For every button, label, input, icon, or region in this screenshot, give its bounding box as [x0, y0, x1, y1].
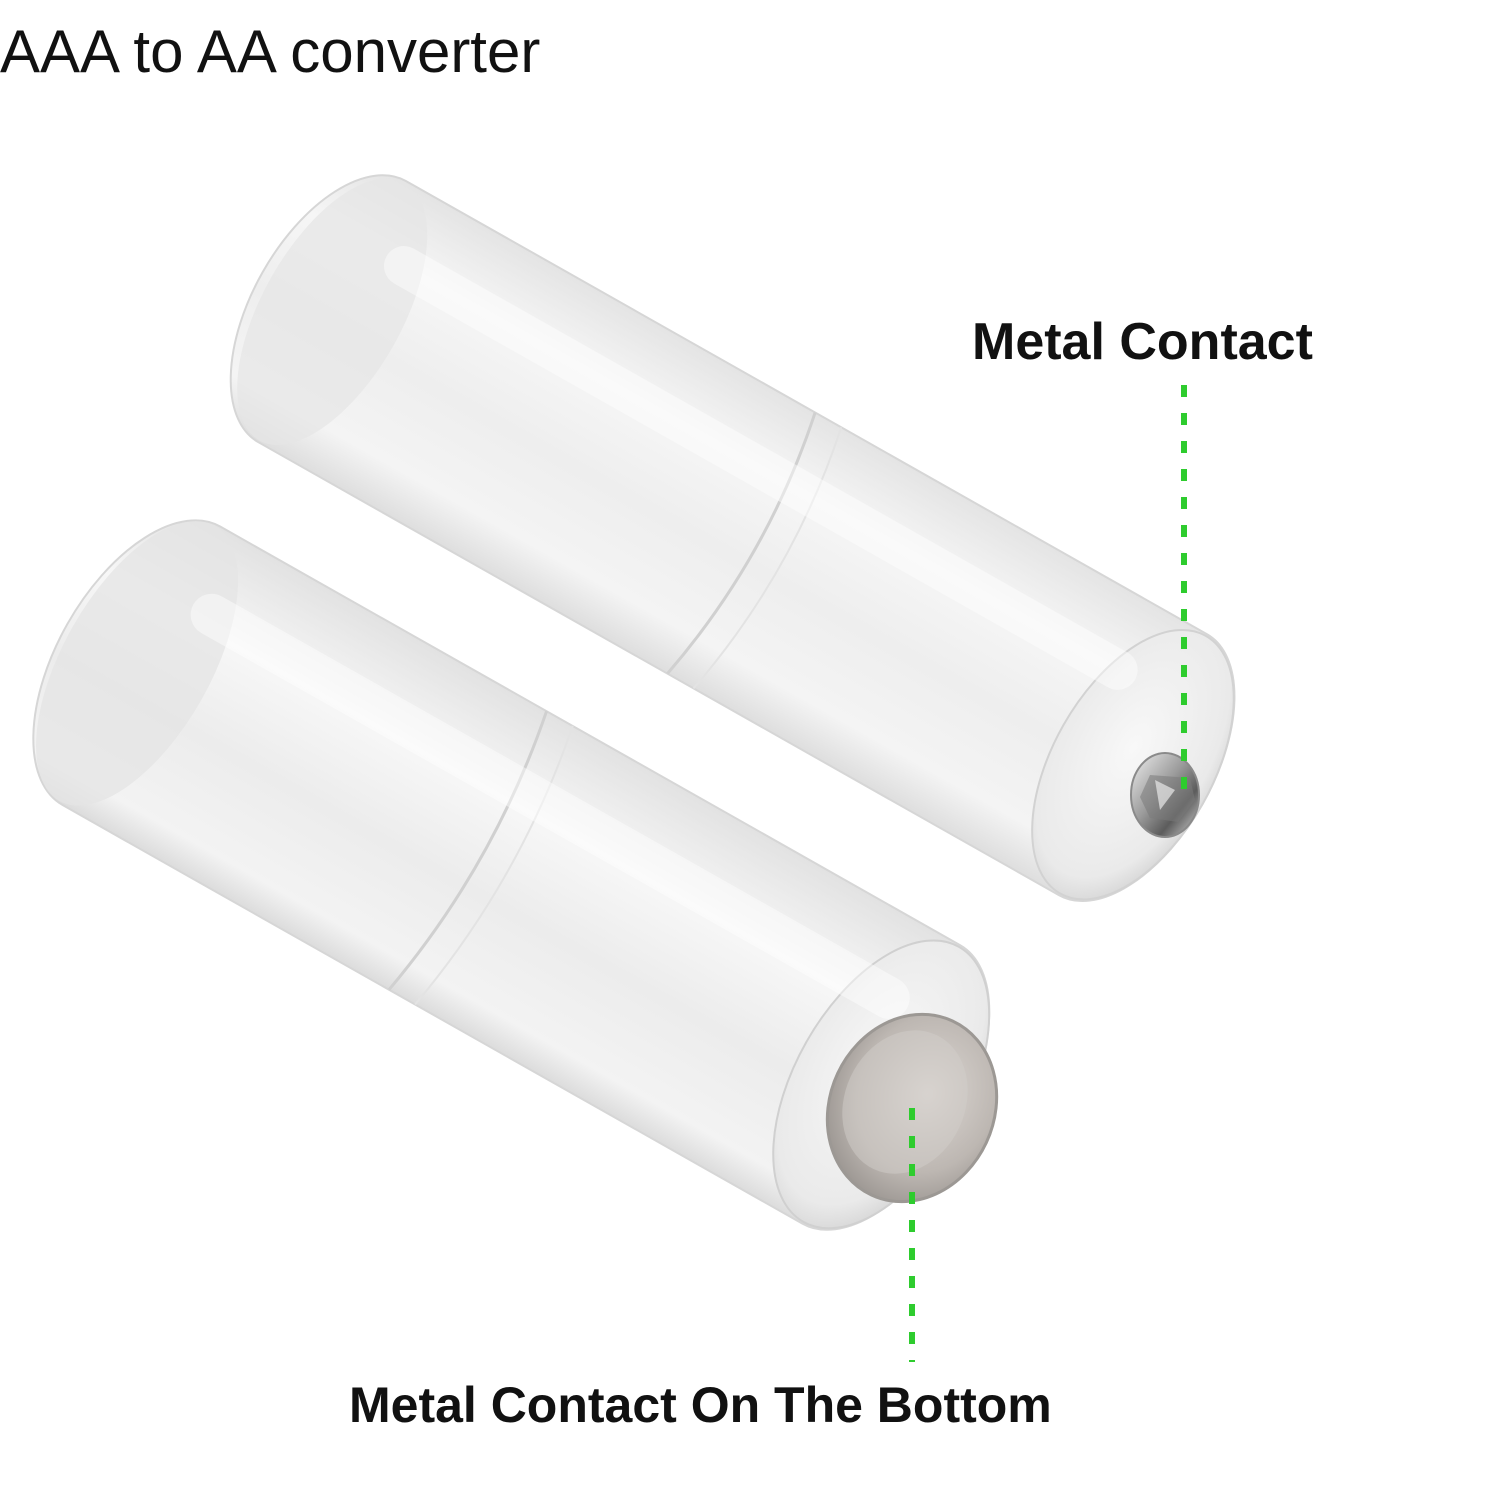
bottom-metal-contact-label: Metal Contact On The Bottom	[349, 1377, 1052, 1433]
metal-contact-label: Metal Contact	[972, 313, 1313, 371]
back-adapter-left-end	[237, 178, 428, 445]
page-title: AAA to AA converter	[0, 18, 541, 85]
front-adapter-left-end	[36, 521, 239, 806]
positive-nub-contact	[1130, 752, 1200, 838]
back-adapter-body	[229, 174, 1236, 903]
front-adapter-seam	[387, 710, 548, 991]
back-adapter-seam	[666, 412, 817, 675]
